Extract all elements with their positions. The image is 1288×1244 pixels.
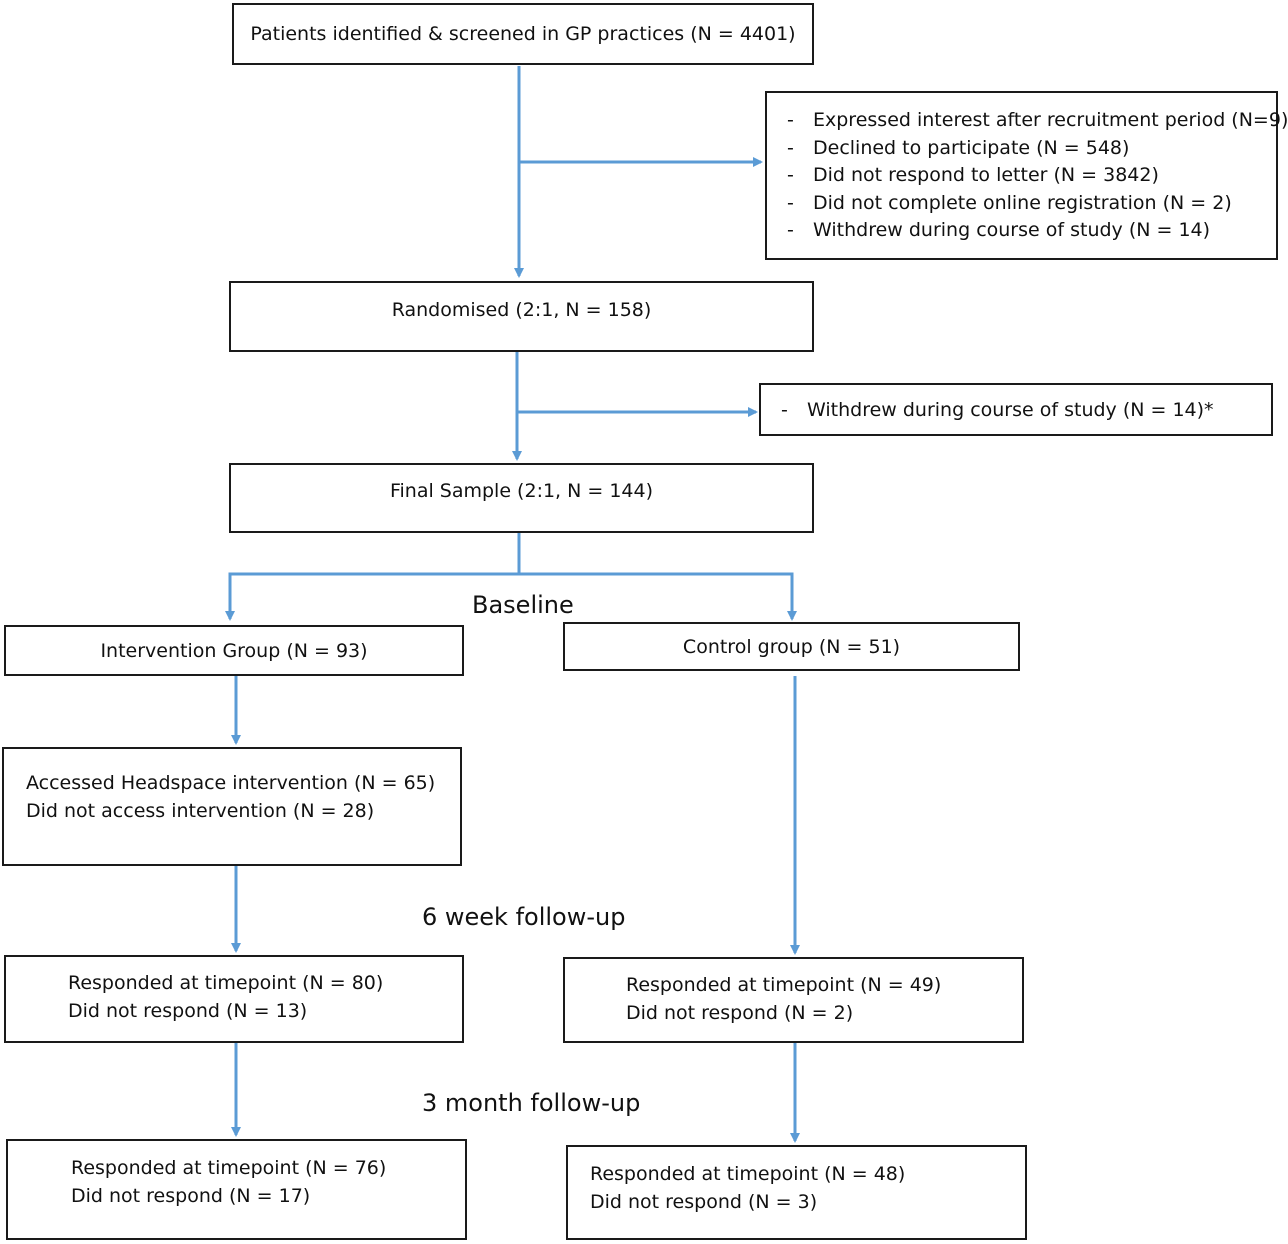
control-group-box: Control group (N = 51) [563,622,1020,671]
final-sample-box: Final Sample (2:1, N = 144) [229,463,814,533]
control-3mo-box: Responded at timepoint (N = 48) Did not … [566,1145,1027,1240]
stage-3-month: 3 month follow-up [422,1089,641,1117]
intervention-3mo-box: Responded at timepoint (N = 76) Did not … [6,1139,467,1240]
not-accessed-line: Did not access intervention (N = 28) [26,799,375,822]
not-responded-line: Did not respond (N = 2) [626,1001,854,1024]
exclusion-item: -Withdrew during course of study (N = 14… [781,399,1214,421]
final-sample-label: Final Sample (2:1, N = 144) [389,480,654,502]
access-box: Accessed Headspace intervention (N = 65)… [2,747,462,866]
stage-baseline: Baseline [472,591,574,619]
responded-line: Responded at timepoint (N = 80) [68,972,384,994]
control-group-label: Control group (N = 51) [682,635,901,658]
exclusions-box-1: -Expressed interest after recruitment pe… [765,91,1288,260]
exclusion-item: -Did not complete online registration (N… [787,191,1232,214]
control-6wk-box: Responded at timepoint (N = 49) Did not … [563,957,1024,1043]
not-responded-line: Did not respond (N = 17) [71,1184,311,1207]
intervention-group-box: Intervention Group (N = 93) [4,625,464,676]
screened-box: Patients identified & screened in GP pra… [232,3,814,65]
not-responded-line: Did not respond (N = 13) [68,999,308,1022]
accessed-line: Accessed Headspace intervention (N = 65) [26,772,436,794]
responded-line: Responded at timepoint (N = 48) [590,1163,906,1185]
exclusion-item: -Declined to participate (N = 548) [787,136,1130,159]
arrow-final-split [225,533,521,621]
exclusion-item: -Expressed interest after recruitment pe… [787,109,1288,131]
intervention-group-label: Intervention Group (N = 93) [100,639,368,662]
exclusions-box-2: -Withdrew during course of study (N = 14… [759,383,1273,436]
responded-line: Responded at timepoint (N = 49) [626,974,942,996]
not-responded-line: Did not respond (N = 3) [590,1190,818,1213]
intervention-6wk-box: Responded at timepoint (N = 80) Did not … [4,955,464,1043]
randomised-box: Randomised (2:1, N = 158) [229,281,814,352]
arrow-final-to-control [519,572,797,621]
screened-label: Patients identified & screened in GP pra… [250,23,796,45]
responded-line: Responded at timepoint (N = 76) [71,1157,387,1179]
exclusion-item: -Did not respond to letter (N = 3842) [787,164,1159,186]
exclusion-item: -Withdrew during course of study (N = 14… [787,219,1211,241]
stage-6-week: 6 week follow-up [422,903,626,931]
randomised-label: Randomised (2:1, N = 158) [391,298,652,321]
